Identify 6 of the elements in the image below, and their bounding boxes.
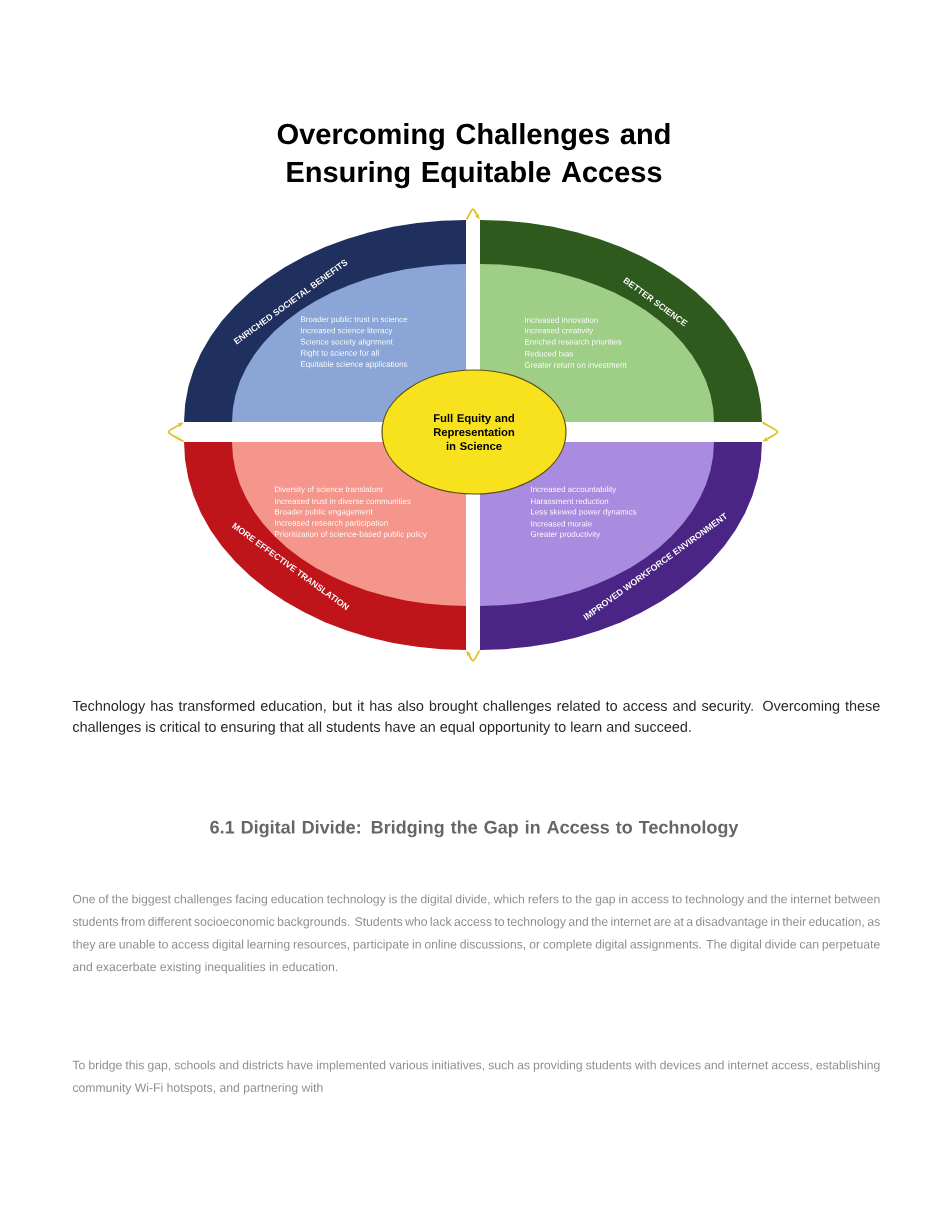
curved-arrow <box>466 649 481 662</box>
curved-arrow <box>167 422 185 443</box>
curved-arrow <box>465 208 480 221</box>
title: Overcoming Challenges and Ensuring Equitable Access <box>277 123 670 189</box>
section-heading: 6.1 Digital Divide: Bridging the Gap in Access to Technology <box>210 820 739 838</box>
curved-arrow <box>761 421 779 442</box>
